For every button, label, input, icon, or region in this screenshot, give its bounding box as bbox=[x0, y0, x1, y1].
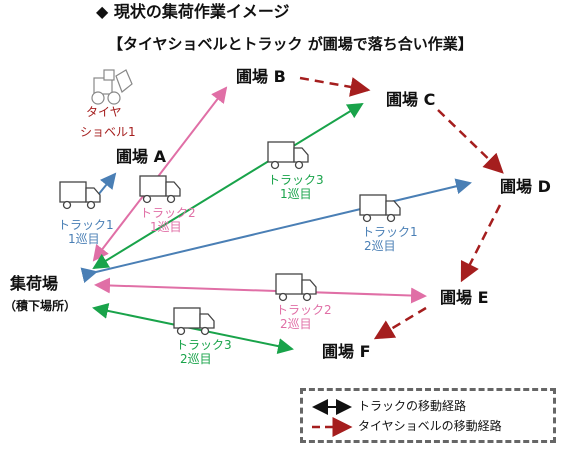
truck2-r2-round: 2巡目 bbox=[280, 317, 312, 331]
truck-icon bbox=[359, 194, 401, 223]
truck-icon bbox=[59, 181, 101, 210]
tire-shovel-icon bbox=[91, 69, 133, 105]
truck3-r1-label: トラック3 bbox=[268, 173, 324, 187]
field-e: 圃場 E bbox=[440, 288, 489, 307]
truck3-r1-round: 1巡目 bbox=[280, 187, 312, 201]
truck2-r2-label: トラック2 bbox=[276, 303, 332, 317]
field-c: 圃場 C bbox=[386, 90, 436, 109]
truck-icon bbox=[267, 141, 309, 170]
page-subtitle: 【タイヤショベルとトラック が圃場で落ち合い作業】 bbox=[108, 35, 473, 53]
legend-shovel-label: タイヤショベルの移動経路 bbox=[358, 419, 502, 433]
truck2-r1-label: トラック2 bbox=[140, 206, 196, 220]
page-title: ◆ 現状の集荷作業イメージ bbox=[96, 2, 290, 21]
truck1-r2-round: 2巡目 bbox=[364, 239, 396, 253]
field-b: 圃場 B bbox=[236, 67, 286, 86]
legend bbox=[300, 388, 556, 443]
truck1-r2-label: トラック1 bbox=[362, 225, 418, 239]
truck3-r2-label: トラック3 bbox=[176, 338, 232, 352]
truck3-r2-round: 2巡目 bbox=[180, 352, 212, 366]
truck-icon bbox=[173, 307, 215, 336]
shovel-label-2: ショベル1 bbox=[80, 125, 136, 139]
truck2-r1-round: 1巡目 bbox=[150, 220, 182, 234]
truck1-r1-label: トラック1 bbox=[58, 218, 114, 232]
shovel-label-1: タイヤ bbox=[86, 105, 122, 119]
field-f: 圃場 F bbox=[322, 342, 371, 361]
depot: 集荷場 bbox=[10, 274, 59, 293]
truck-icon bbox=[139, 175, 181, 204]
truck-icon bbox=[275, 273, 317, 302]
legend-truck-label: トラックの移動経路 bbox=[358, 399, 467, 413]
shovel-route bbox=[299, 76, 504, 340]
truck1-r1-round: 1巡目 bbox=[68, 232, 100, 246]
field-d: 圃場 D bbox=[500, 177, 551, 196]
field-a: 圃場 A bbox=[116, 147, 166, 166]
depot-sub: （積下場所） bbox=[4, 299, 77, 313]
